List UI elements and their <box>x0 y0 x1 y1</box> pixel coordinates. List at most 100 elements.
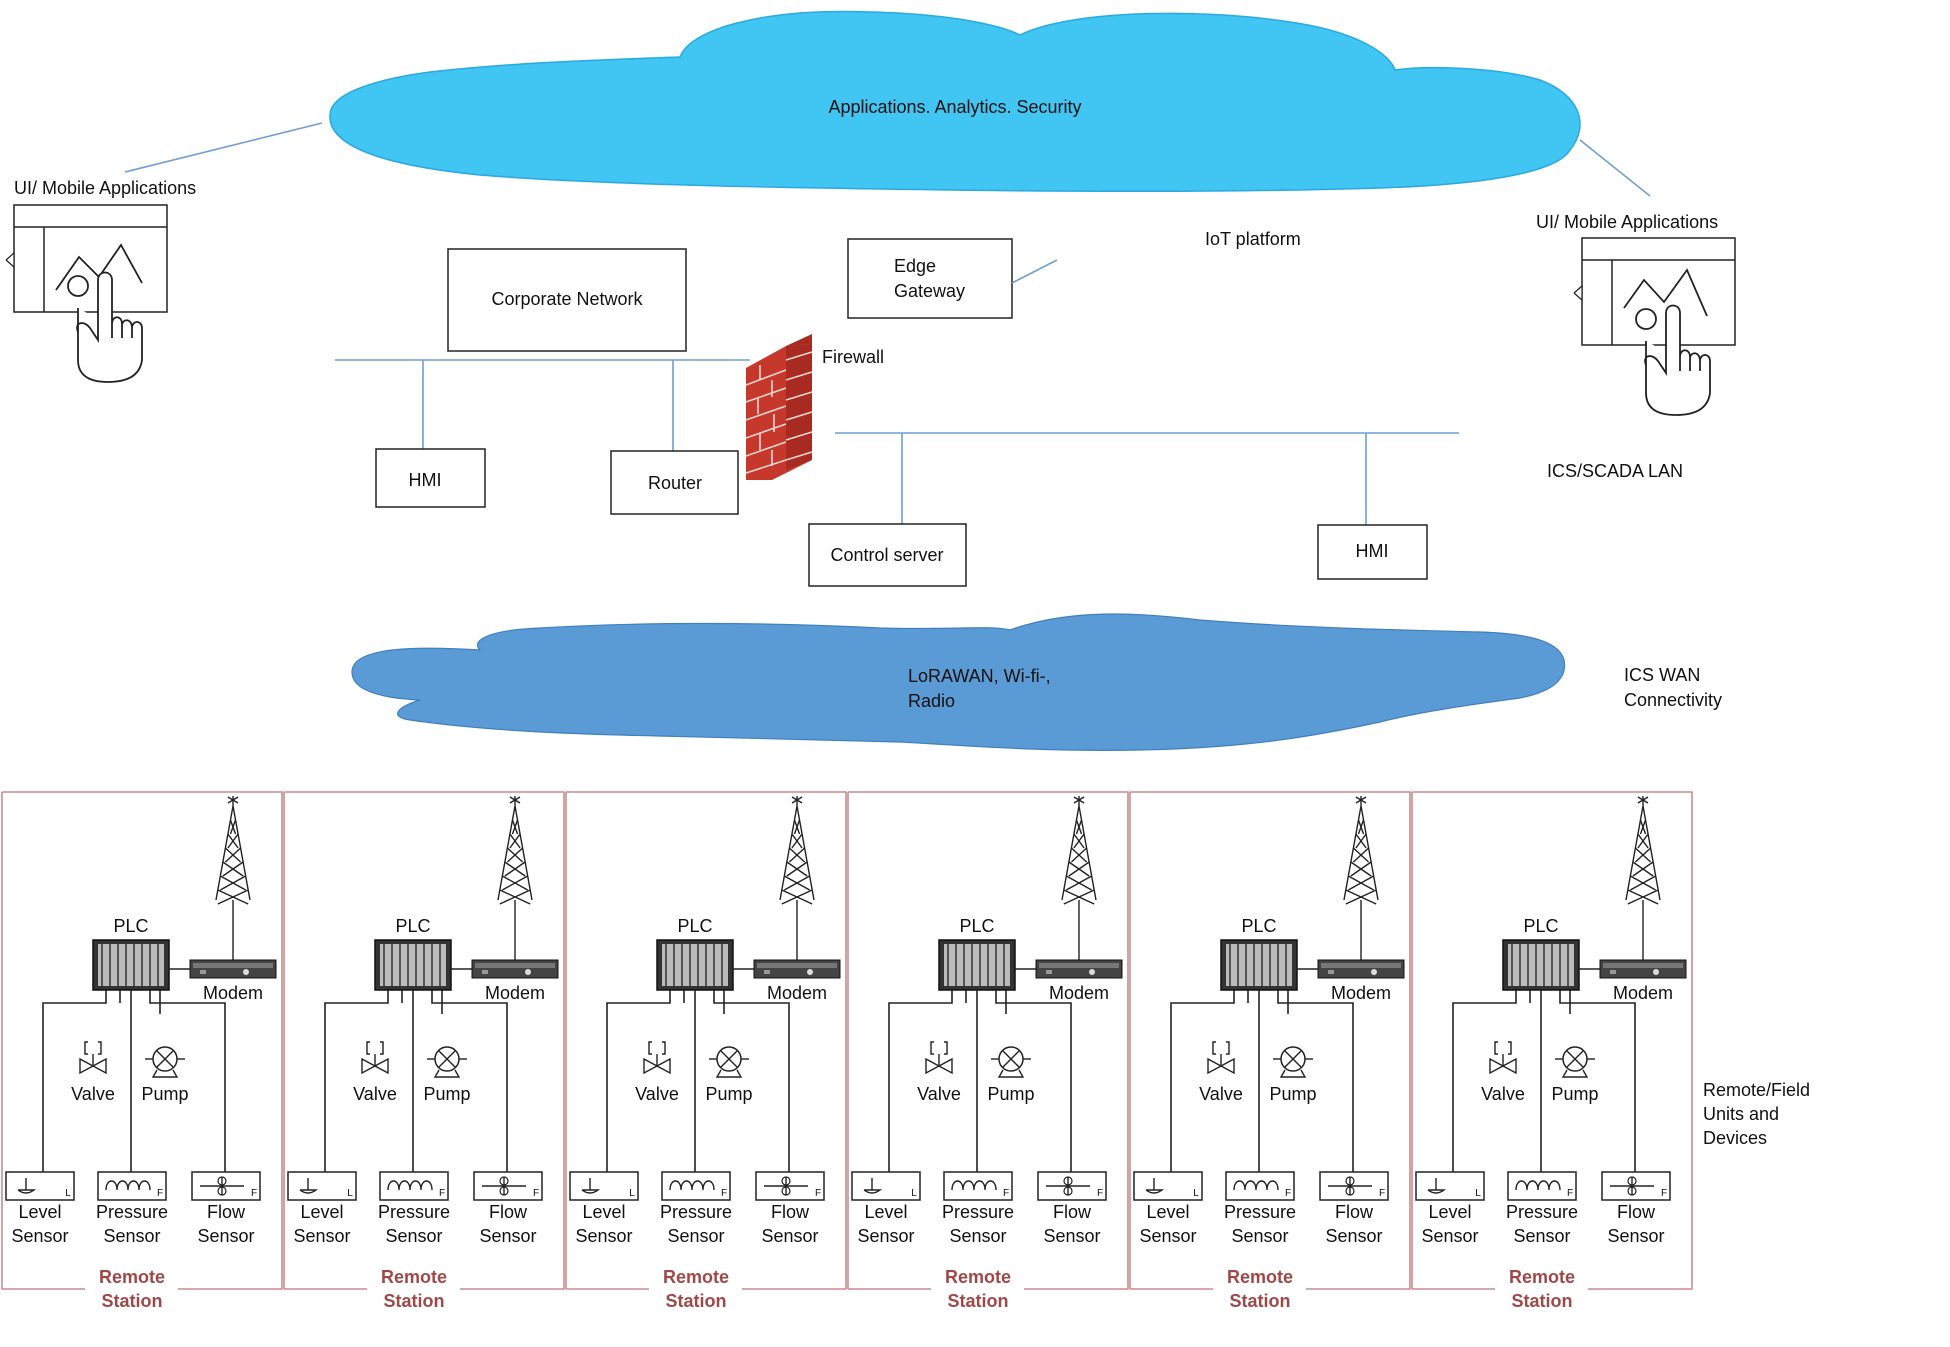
level-sensor-icon: L <box>1415 1171 1485 1201</box>
hmi-left-box[interactable] <box>375 448 486 508</box>
level-sensor-label: Sensor <box>1139 1226 1196 1246</box>
hmi-right-box[interactable] <box>1317 524 1428 580</box>
valve-icon <box>79 1041 107 1075</box>
pressure-sensor-tag: F <box>1003 1188 1009 1199</box>
level-sensor-tag: L <box>629 1188 635 1199</box>
pump-icon <box>1555 1046 1595 1078</box>
flow-sensor-label: Sensor <box>479 1226 536 1246</box>
cloud-wan <box>351 613 1566 751</box>
pump-label: Pump <box>705 1084 752 1104</box>
pressure-sensor-icon: F <box>943 1171 1013 1201</box>
ui-right-label: UI/ Mobile Applications <box>1536 212 1718 232</box>
modem-icon <box>753 959 841 979</box>
level-sensor-label: Sensor <box>575 1226 632 1246</box>
flow-sensor-icon: F <box>755 1171 825 1201</box>
remote-field-label-3: Devices <box>1703 1128 1767 1148</box>
level-sensor-label: Level <box>300 1202 343 1222</box>
pump-icon <box>427 1046 467 1078</box>
flow-sensor-tag: F <box>533 1188 539 1199</box>
pressure-sensor-icon: F <box>661 1171 731 1201</box>
level-sensor-label: Level <box>1146 1202 1189 1222</box>
router-label: Router <box>648 473 702 493</box>
modem-label: Modem <box>767 983 827 1003</box>
pressure-sensor-label: Sensor <box>667 1226 724 1246</box>
remote-station-label: Station <box>666 1291 727 1311</box>
valve-label: Valve <box>71 1084 115 1104</box>
cloud-applications <box>329 10 1581 193</box>
corporate-network-box[interactable] <box>447 248 687 352</box>
remote-station-label: Station <box>948 1291 1009 1311</box>
level-sensor-label: Level <box>1428 1202 1471 1222</box>
level-sensor-label: Sensor <box>11 1226 68 1246</box>
station-border <box>1412 791 1693 1290</box>
pump-icon <box>145 1046 185 1078</box>
flow-sensor-tag: F <box>1379 1188 1385 1199</box>
plc-label: PLC <box>677 916 712 936</box>
modem-label: Modem <box>485 983 545 1003</box>
antenna-tower-icon <box>215 796 251 905</box>
hmi-left-label: HMI <box>409 470 442 490</box>
antenna-tower-icon <box>1061 796 1097 905</box>
flow-sensor-icon: F <box>1601 1171 1671 1201</box>
pressure-sensor-label: Sensor <box>385 1226 442 1246</box>
plc-icon <box>1502 939 1580 991</box>
station-border <box>566 791 847 1290</box>
pressure-sensor-label: Pressure <box>1506 1202 1578 1222</box>
flow-sensor-icon: F <box>1037 1171 1107 1201</box>
plc-label: PLC <box>1241 916 1276 936</box>
flow-sensor-label: Flow <box>1335 1202 1374 1222</box>
plc-icon <box>656 939 734 991</box>
pressure-sensor-tag: F <box>1285 1188 1291 1199</box>
level-sensor-label: Sensor <box>293 1226 350 1246</box>
flow-sensor-tag: F <box>251 1188 257 1199</box>
level-sensor-label: Level <box>864 1202 907 1222</box>
valve-label: Valve <box>353 1084 397 1104</box>
ics-wan-label-2: Connectivity <box>1624 690 1722 710</box>
pressure-sensor-tag: F <box>439 1188 445 1199</box>
control-server-box[interactable] <box>808 523 967 587</box>
ui-left-device[interactable] <box>5 204 168 313</box>
pressure-sensor-tag: F <box>721 1188 727 1199</box>
iot-platform-label: IoT platform <box>1205 229 1301 249</box>
antenna-tower-icon <box>1343 796 1379 905</box>
pressure-sensor-label: Pressure <box>1224 1202 1296 1222</box>
valve-icon <box>1489 1041 1517 1075</box>
pump-icon <box>991 1046 1031 1078</box>
ui-right-device[interactable] <box>1573 237 1736 346</box>
level-sensor-label: Level <box>582 1202 625 1222</box>
modem-icon <box>1317 959 1405 979</box>
flow-sensor-label: Sensor <box>1325 1226 1382 1246</box>
edge-gateway-label-1: Edge <box>894 256 936 276</box>
pressure-sensor-label: Pressure <box>378 1202 450 1222</box>
corporate-network-label: Corporate Network <box>491 289 643 309</box>
ics-scada-lan-label: ICS/SCADA LAN <box>1547 461 1683 481</box>
pump-label: Pump <box>1269 1084 1316 1104</box>
flow-sensor-label: Sensor <box>1043 1226 1100 1246</box>
edge-gateway-label-2: Gateway <box>894 281 965 301</box>
pressure-sensor-icon: F <box>97 1171 167 1201</box>
pump-icon <box>1273 1046 1313 1078</box>
hand-touch-icon <box>1635 304 1711 416</box>
pressure-sensor-label: Sensor <box>1513 1226 1570 1246</box>
flow-sensor-label: Flow <box>489 1202 528 1222</box>
router-box[interactable] <box>610 450 739 515</box>
hand-touch-icon <box>67 271 143 383</box>
level-sensor-label: Sensor <box>1421 1226 1478 1246</box>
level-sensor-tag: L <box>1475 1188 1481 1199</box>
modem-label: Modem <box>203 983 263 1003</box>
station-border <box>848 791 1129 1290</box>
pump-label: Pump <box>1551 1084 1598 1104</box>
remote-station-label: Remote <box>99 1267 165 1287</box>
level-sensor-icon: L <box>5 1171 75 1201</box>
remote-field-label-1: Remote/Field <box>1703 1080 1810 1100</box>
remote-station-label: Remote <box>1227 1267 1293 1287</box>
plc-label: PLC <box>1523 916 1558 936</box>
edge-gateway-box[interactable] <box>847 238 1013 319</box>
plc-label: PLC <box>959 916 994 936</box>
